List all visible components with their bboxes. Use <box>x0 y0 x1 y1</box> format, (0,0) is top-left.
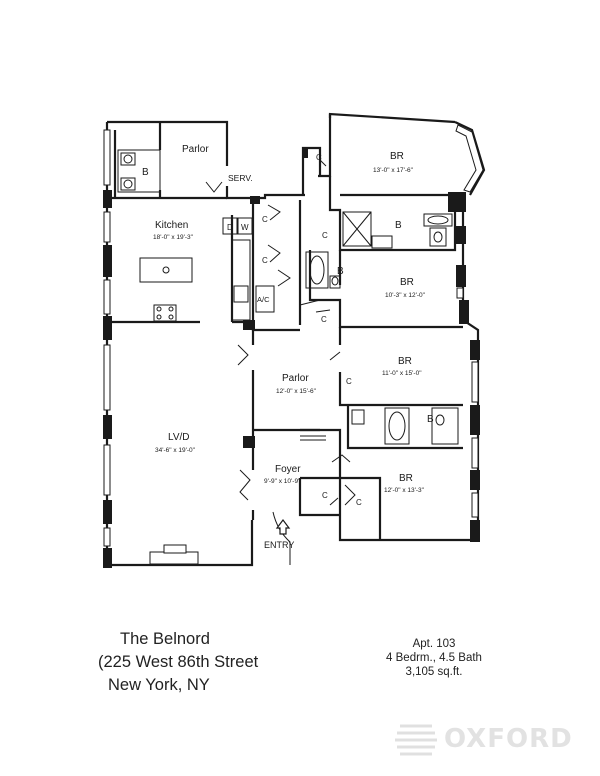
br4-name: BR <box>399 473 413 484</box>
closet-label: C <box>262 256 268 265</box>
closet-label: C <box>316 153 322 162</box>
apartment-rooms: 4 Bedrm., 4.5 Bath <box>386 652 482 664</box>
room-labels: Parlor SERV. BR 13'-0" x 17'-6" Kitchen … <box>153 144 426 550</box>
br3-dims: 11'-0" x 15'-0" <box>382 370 422 377</box>
closet-label: C <box>322 491 328 500</box>
door-swings <box>205 159 356 506</box>
entry-arrow-icon <box>275 519 291 535</box>
building-city: New York, NY <box>108 676 210 694</box>
range <box>153 304 177 322</box>
br2-name: BR <box>400 277 414 288</box>
parlor-mid-dims: 12'-0" x 15'-6" <box>276 388 317 395</box>
br1-name: BR <box>390 151 404 162</box>
lvd-name: LV/D <box>168 432 190 443</box>
lvd-dims: 34'-6" x 19'-0" <box>155 447 196 454</box>
building-name: The Belnord <box>120 630 210 648</box>
apartment-info: Apt. 103 4 Bedrm., 4.5 Bath 3,105 sq.ft. <box>374 637 494 679</box>
bath-label: B <box>142 167 149 178</box>
br3-name: BR <box>398 356 412 367</box>
apartment-number: Apt. 103 <box>412 638 456 650</box>
kitchen-island <box>139 257 193 283</box>
kitchen-name: Kitchen <box>155 220 188 231</box>
closet-label: C <box>356 498 362 507</box>
bath-label: B <box>337 266 344 277</box>
fireplace <box>149 544 199 565</box>
counter-right <box>231 239 251 321</box>
watermark-logo-icon <box>395 724 437 756</box>
kitchen-dims: 18'-0" x 19'-3" <box>153 234 194 241</box>
bathroom-fixtures <box>117 149 459 445</box>
w-label: W <box>241 223 249 232</box>
parlor-top-name: Parlor <box>182 144 209 155</box>
closet-label: C <box>262 215 268 224</box>
apartment-area: 3,105 sq.ft. <box>405 666 463 678</box>
kitchen-fixtures <box>139 217 275 322</box>
br1-dims: 13'-0" x 17'-6" <box>373 167 414 174</box>
closet-label: C <box>321 315 327 324</box>
foyer-dims: 9'-9" x 10'-9" <box>264 478 301 485</box>
building-info: The Belnord (225 West 86th Street New Yo… <box>98 628 258 697</box>
building-address: (225 West 86th Street <box>98 653 259 671</box>
br4-dims: 12'-0" x 13'-3" <box>384 487 425 494</box>
entry-label: ENTRY <box>264 540 294 550</box>
d-label: D <box>227 223 233 232</box>
island-sink-icon <box>162 266 170 274</box>
ac-label: A/C <box>257 295 270 304</box>
plan-walls <box>105 112 486 567</box>
watermark-text: OXFORD <box>444 724 573 754</box>
br2-dims: 10'-3" x 12'-0" <box>385 292 426 299</box>
bath-label: B <box>395 220 402 231</box>
closet-label: C <box>322 231 328 240</box>
parlor-mid-name: Parlor <box>282 373 309 384</box>
windows <box>103 124 484 547</box>
watermark: OXFORD <box>392 718 592 764</box>
fixture-labels: C C C C C C C C B B B B D W A/C <box>142 153 434 507</box>
wall-piers <box>103 148 480 568</box>
serv-label: SERV. <box>228 173 253 183</box>
bath-label: B <box>427 414 434 425</box>
foyer-name: Foyer <box>275 464 301 475</box>
closet-label: C <box>346 377 352 386</box>
